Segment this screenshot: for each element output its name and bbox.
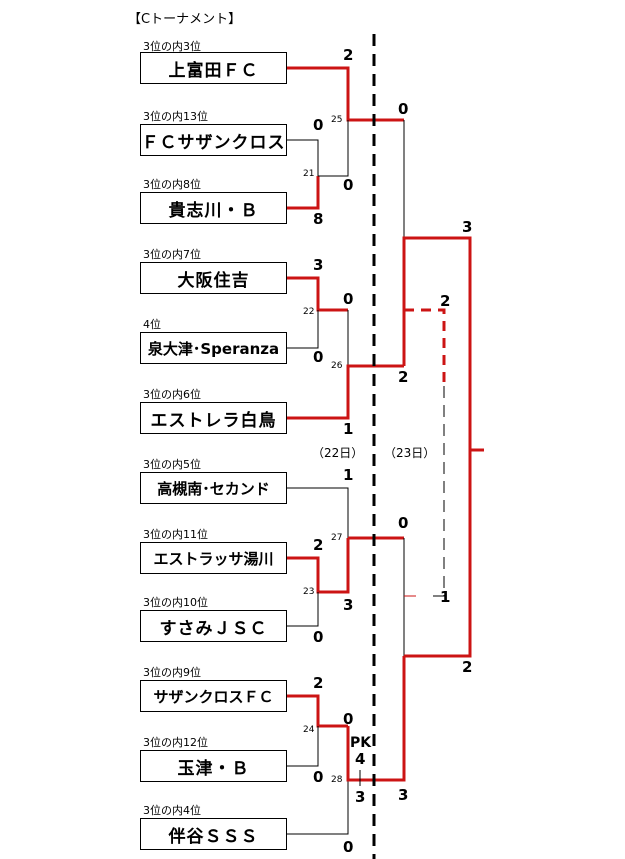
team-rank: 3位の内13位 xyxy=(143,110,208,123)
team-rank: 3位の内7位 xyxy=(143,248,201,261)
score: 0 xyxy=(343,176,354,194)
score: 3 xyxy=(398,786,409,804)
bracket-line-23-loser xyxy=(287,592,319,627)
bracket-line-22-winner xyxy=(287,276,348,312)
team-box-kishigawa-b[interactable]: 貴志川・Ｂ xyxy=(140,192,287,224)
team-box-osaka-sumiyoshi[interactable]: 大阪住吉 xyxy=(140,262,287,294)
score: 2 xyxy=(313,674,324,692)
match-number: 27 xyxy=(331,533,343,543)
team-box-banya-sss[interactable]: 伴谷ＳＳＳ xyxy=(140,818,287,850)
team-box-tamatsu-b[interactable]: 玉津・Ｂ xyxy=(140,750,287,782)
team-box-southern-cross-fc[interactable]: サザンクロスＦＣ xyxy=(140,680,287,712)
bracket-line-28-winner xyxy=(346,656,406,782)
score: 0 xyxy=(398,514,409,532)
bracket-line-sf2-winner xyxy=(404,450,472,658)
bracket-line-26-winner xyxy=(287,364,404,420)
bracket-line-22-loser xyxy=(287,310,319,349)
bracket-line-21-winner xyxy=(287,176,320,210)
pk-score: 3 xyxy=(355,788,366,806)
score: 2 xyxy=(343,46,354,64)
bracket-line-24-loser xyxy=(287,726,319,767)
score: 2 xyxy=(462,658,473,676)
score: 8 xyxy=(313,210,324,228)
bracket-line-25-loser xyxy=(318,120,349,177)
score: 0 xyxy=(313,116,324,134)
tournament-title: 【Cトーナメント】 xyxy=(128,12,242,27)
score: 0 xyxy=(313,768,324,786)
match-number: 24 xyxy=(303,725,315,735)
score: 1 xyxy=(343,420,354,438)
pk-label: PK xyxy=(350,735,372,751)
score: 1 xyxy=(343,466,354,484)
match-number: 23 xyxy=(303,587,315,597)
team-rank: 4位 xyxy=(143,318,161,331)
team-box-izumiotsu-speranza[interactable]: 泉大津･Speranza xyxy=(140,332,287,364)
score: 0 xyxy=(343,290,354,308)
score: 0 xyxy=(313,628,324,646)
team-rank: 3位の内11位 xyxy=(143,528,208,541)
bracket-line-28-loser xyxy=(287,780,349,835)
score: 3 xyxy=(343,596,354,614)
score: 0 xyxy=(313,348,324,366)
score: 2 xyxy=(440,292,451,310)
score: 3 xyxy=(313,256,324,274)
team-rank: 3位の内9位 xyxy=(143,666,201,679)
match-number: 28 xyxy=(331,775,343,785)
bracket-line-27-loser xyxy=(287,487,349,538)
score: 0 xyxy=(398,100,409,118)
day-label-22: （22日） xyxy=(312,446,364,460)
bracket-line-sf1-winner xyxy=(402,236,484,452)
bracket-line-3rd-top xyxy=(404,308,446,386)
team-box-susami-jsc[interactable]: すさみＪＳＣ xyxy=(140,610,287,642)
match-number: 21 xyxy=(303,169,315,179)
team-box-takatsukiminami-second[interactable]: 高槻南･セカンド xyxy=(140,472,287,504)
score: 1 xyxy=(440,588,451,606)
team-rank: 3位の内8位 xyxy=(143,178,201,191)
team-rank: 3位の内10位 xyxy=(143,596,208,609)
score: 2 xyxy=(398,368,409,386)
score: 0 xyxy=(343,838,354,856)
bracket-line-24-winner xyxy=(287,694,348,728)
match-number: 26 xyxy=(331,361,343,371)
score: 0 xyxy=(343,710,354,728)
team-rank: 3位の内4位 xyxy=(143,804,201,817)
match-number: 25 xyxy=(331,115,343,125)
team-rank: 3位の内6位 xyxy=(143,388,201,401)
bracket-line-25-winner xyxy=(287,66,404,122)
score: 2 xyxy=(313,536,324,554)
day-label-23: （23日） xyxy=(384,446,436,460)
team-box-estrela-shiratori[interactable]: エストレラ白鳥 xyxy=(140,402,287,434)
team-rank: 3位の内3位 xyxy=(143,40,201,53)
match-number: 22 xyxy=(303,307,315,317)
team-box-estrassa-yukawa[interactable]: エストラッサ湯川 xyxy=(140,542,287,574)
bracket-line-3rd-bottom xyxy=(430,386,445,597)
team-box-fc-southern-cross[interactable]: ＦＣサザンクロス xyxy=(140,124,287,156)
team-rank: 3位の内12位 xyxy=(143,736,208,749)
team-box-kamitonda[interactable]: 上富田ＦＣ xyxy=(140,52,287,84)
pk-score: 4 xyxy=(355,750,366,768)
score: 3 xyxy=(462,218,473,236)
team-rank: 3位の内5位 xyxy=(143,458,201,471)
